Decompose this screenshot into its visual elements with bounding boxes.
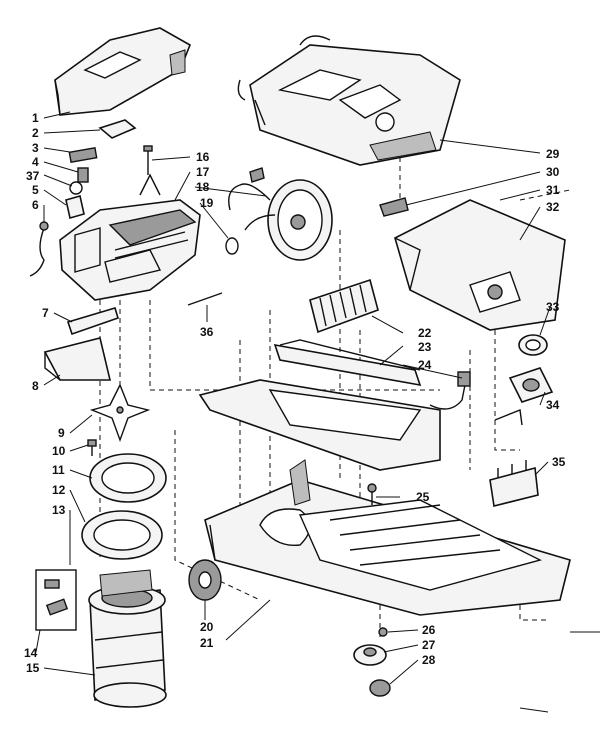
part-label-11: 11	[52, 463, 65, 477]
part-label-35: 35	[552, 455, 566, 469]
part-label-13: 13	[52, 503, 66, 517]
part-label-28: 28	[422, 653, 436, 667]
part-label-10: 10	[52, 444, 66, 458]
part-label-20: 20	[200, 620, 214, 634]
screw-10	[87, 439, 97, 456]
part-label-21: 21	[200, 636, 214, 650]
part-label-2: 2	[32, 126, 39, 140]
gasket-11	[89, 453, 167, 503]
screw-25	[367, 483, 377, 505]
part-label-1: 1	[32, 111, 39, 125]
leader-lines	[35, 111, 551, 685]
grille-22	[309, 278, 379, 334]
part-label-26: 26	[422, 623, 436, 637]
edge-marks	[519, 631, 600, 713]
part-label-6: 6	[32, 198, 39, 212]
part-label-25: 25	[416, 490, 430, 504]
dust-bag	[394, 199, 566, 331]
top-hood	[237, 35, 461, 166]
part-label-16: 16	[196, 150, 210, 164]
gasket-12	[81, 510, 163, 560]
part-label-17: 17	[196, 165, 210, 179]
part-label-23: 23	[418, 340, 432, 354]
fan-blade-9	[89, 383, 151, 443]
part-label-36: 36	[200, 325, 214, 339]
bracket-8	[43, 337, 112, 381]
part-label-32: 32	[546, 200, 560, 214]
caster-wheel	[353, 627, 391, 697]
wheel-20	[188, 559, 222, 601]
part-label-31: 31	[546, 183, 560, 197]
part-label-5: 5	[32, 183, 39, 197]
part-label-3: 3	[32, 141, 39, 155]
part-label-18: 18	[196, 180, 210, 194]
part-label-33: 33	[546, 300, 560, 314]
part-label-7: 7	[42, 306, 49, 320]
part-number-labels: 1 2 3 4 37 5 6 7 8 9 10 11 12 13 14 15 1…	[24, 111, 566, 675]
chassis-frame	[59, 173, 201, 301]
screw-16	[143, 145, 153, 175]
part-label-29: 29	[546, 147, 560, 161]
bracket-35	[489, 460, 539, 507]
rod-36	[187, 292, 223, 306]
cord-24	[429, 371, 471, 410]
part-label-27: 27	[422, 638, 436, 652]
base-housing	[204, 459, 571, 616]
part-label-12: 12	[52, 483, 66, 497]
filter-plate-7	[66, 307, 119, 336]
part-label-22: 22	[418, 326, 432, 340]
part-label-4: 4	[32, 155, 39, 169]
fan-assembly	[228, 167, 333, 261]
part-label-24: 24	[418, 358, 432, 372]
part-label-14: 14	[24, 646, 38, 660]
clip-30	[379, 197, 409, 217]
cap-19	[225, 237, 239, 255]
part-label-8: 8	[32, 379, 39, 393]
bag-holder	[494, 334, 554, 426]
part-label-9: 9	[58, 426, 65, 440]
part-label-15: 15	[26, 661, 40, 675]
part-label-34: 34	[546, 398, 560, 412]
part-label-30: 30	[546, 165, 560, 179]
small-parts-left	[29, 119, 137, 277]
bumper-frame	[198, 339, 441, 471]
part-label-37: 37	[26, 169, 40, 183]
motor-13-15	[35, 569, 167, 708]
top-cover	[54, 27, 192, 116]
part-label-19: 19	[200, 196, 214, 210]
